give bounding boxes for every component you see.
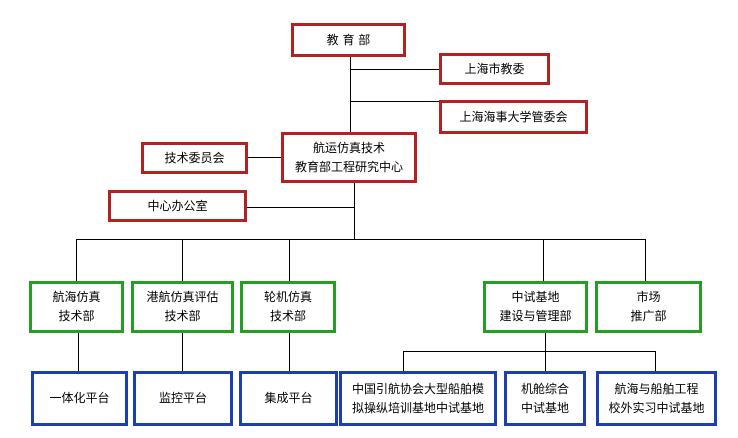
smu-management-committee-box: 上海海事大学管委会: [439, 100, 588, 134]
base-pilot-line2: 拟操纵培训基地中试基地: [351, 400, 484, 415]
dept-port-line1: 港航仿真评估: [146, 290, 219, 304]
platform-integrated-label: 一体化平台: [49, 391, 110, 405]
center-office-box: 中心办公室: [108, 190, 247, 222]
dept-test-line2: 建设与管理部: [499, 309, 572, 323]
base-engine-line2: 中试基地: [520, 400, 569, 415]
platform-monitoring-box: 监控平台: [133, 371, 233, 426]
platform-integration-box: 集成平台: [239, 371, 338, 426]
dept-engine-line1: 轮机仿真: [263, 290, 312, 304]
base-offcampus-internship-box: 航海与船舶工程 校外实习中试基地: [596, 371, 717, 426]
research-center-line2: 教育部工程研究中心: [294, 159, 403, 174]
dept-test-line1: 中试基地: [511, 290, 560, 304]
dept-market-line2: 推广部: [630, 309, 667, 323]
base-offcampus-line1: 航海与船舶工程: [614, 381, 699, 396]
dept-market-line1: 市场: [636, 290, 661, 304]
ministry-label: 教 育 部: [326, 32, 371, 47]
center-office-label: 中心办公室: [147, 198, 208, 213]
dept-engine-simulation-box: 轮机仿真 技术部: [240, 281, 336, 333]
platform-monitoring-label: 监控平台: [158, 391, 207, 405]
dept-market-box: 市场 推广部: [595, 281, 702, 333]
technical-committee-box: 技术委员会: [141, 142, 248, 174]
base-engine-line1: 机舱综合: [520, 381, 569, 396]
platform-integrated-box: 一体化平台: [31, 371, 128, 426]
dept-nav-line2: 技术部: [58, 309, 95, 323]
base-pilot-line1: 中国引航协会大型船舶模: [351, 381, 484, 396]
research-center-box: 航运仿真技术 教育部工程研究中心: [281, 132, 417, 183]
dept-engine-line2: 技术部: [269, 309, 306, 323]
research-center-line1: 航运仿真技术: [312, 140, 385, 155]
dept-port-line2: 技术部: [164, 309, 201, 323]
base-offcampus-line2: 校外实习中试基地: [608, 400, 705, 415]
base-engine-room-box: 机舱综合 中试基地: [504, 371, 586, 426]
dept-port-simulation-box: 港航仿真评估 技术部: [131, 281, 234, 333]
shanghai-edu-commission-box: 上海市教委: [439, 53, 550, 85]
smu-committee-label: 上海海事大学管委会: [459, 109, 568, 124]
dept-nav-line1: 航海仿真: [52, 290, 101, 304]
ministry-of-education-box: 教 育 部: [291, 23, 406, 57]
dept-test-base-box: 中试基地 建设与管理部: [483, 281, 588, 333]
technical-committee-label: 技术委员会: [164, 150, 225, 165]
base-pilot-association-box: 中国引航协会大型船舶模 拟操纵培训基地中试基地: [339, 371, 497, 426]
platform-integration-label: 集成平台: [264, 391, 313, 405]
dept-nav-simulation-box: 航海仿真 技术部: [29, 281, 124, 333]
shanghai-edu-label: 上海市教委: [464, 61, 525, 76]
